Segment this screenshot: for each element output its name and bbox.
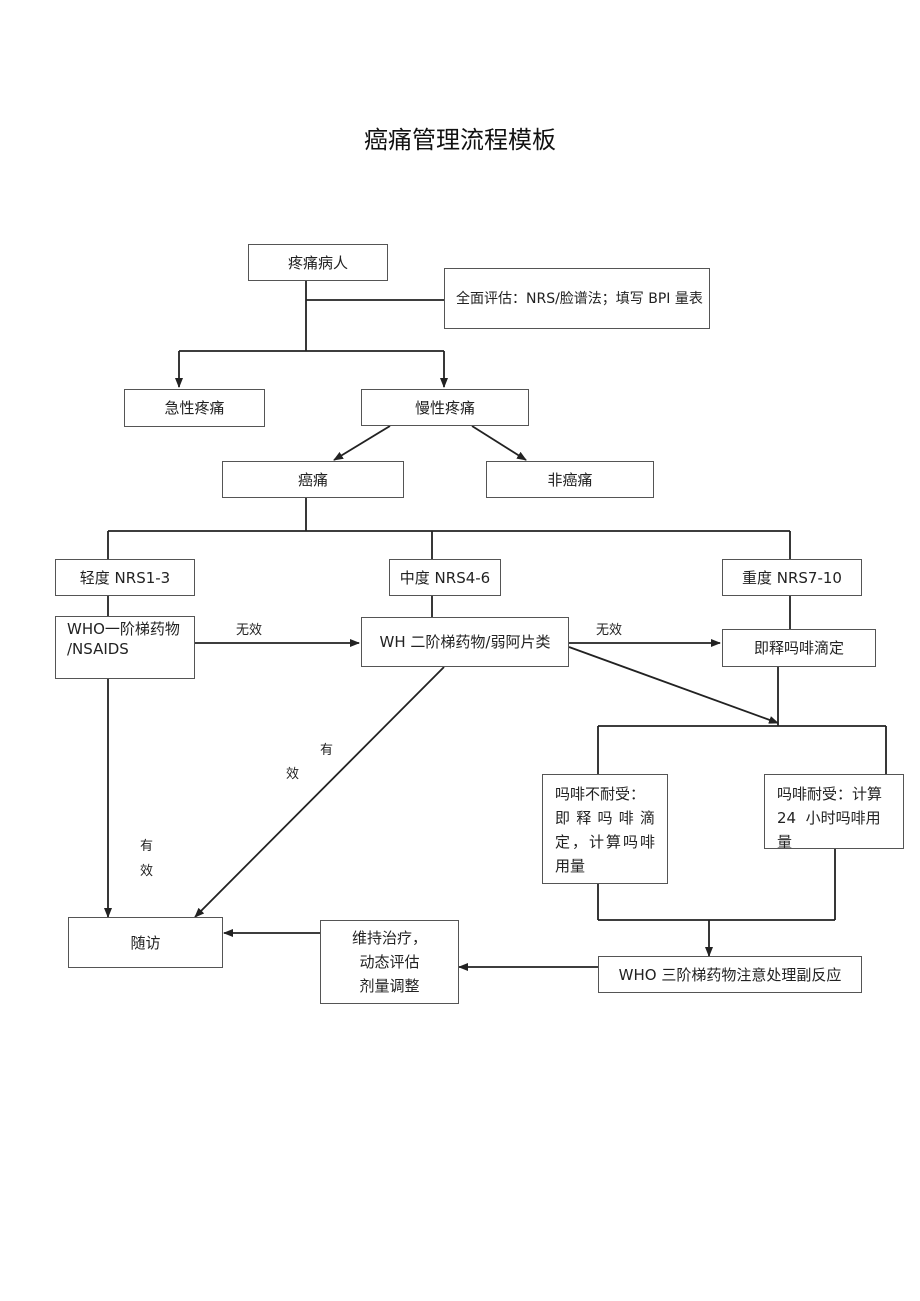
label-step1-effective-2: 效 [140,864,154,879]
node-moderate-pain: 中度 NRS4-6 [389,559,501,596]
node-non-cancer-pain: 非癌痛 [486,461,654,498]
intolerant-line4: 用量 [555,857,586,875]
node-chronic-pain: 慢性疼痛 [361,389,529,426]
node-morphine-titration: 即释吗啡滴定 [722,629,876,667]
node-mild-pain: 轻度 NRS1-3 [55,559,195,596]
label-step2-effective-2: 效 [286,767,300,782]
tolerant-line1: 吗啡耐受：计算 [777,785,883,803]
maintain-line3: 剂量调整 [359,977,420,995]
who-step1-line1: WHO一阶梯药物 [67,620,180,638]
node-pain-patient: 疼痛病人 [248,244,388,281]
maintain-line1: 维持治疗， [351,929,427,947]
node-severe-pain: 重度 NRS7-10 [722,559,862,596]
node-morphine-tolerant: 吗啡耐受：计算 24 小时吗啡用 量 [764,774,904,849]
label-step1-effective-1: 有 [140,839,154,854]
diagram-title: 癌痛管理流程模板 [364,126,556,154]
intolerant-line1: 吗啡不耐受： [555,785,646,803]
node-morphine-intolerant: 吗啡不耐受： 即 释 吗 啡 滴 定，计算吗啡 用量 [542,774,668,884]
node-who-step3: WHO 三阶梯药物注意处理副反应 [598,956,862,993]
intolerant-line2: 即 释 吗 啡 滴 [555,809,655,827]
node-who-step2: WH 二阶梯药物/弱阿片类 [361,617,569,667]
assessment-text: 全面评估：NRS/脸谱法；填写 BPI 量表 [456,290,703,307]
node-maintain-treatment: 维持治疗， 动态评估 剂量调整 [320,920,459,1004]
node-follow-up: 随访 [68,917,223,968]
maintain-line2: 动态评估 [359,953,420,971]
label-step2-effective-1: 有 [320,743,334,758]
who-step1-line2: /NSAIDS [67,640,129,658]
node-who-step1: WHO一阶梯药物 /NSAIDS [55,616,195,679]
node-cancer-pain: 癌痛 [222,461,404,498]
intolerant-line3: 定，计算吗啡 [555,833,655,851]
label-step2-ineffective: 无效 [596,623,623,638]
tolerant-line2: 24 小时吗啡用 [777,809,881,827]
label-step1-ineffective: 无效 [236,623,263,638]
node-assessment: 全面评估：NRS/脸谱法；填写 BPI 量表 [444,268,710,329]
tolerant-line3: 量 [777,833,793,849]
node-acute-pain: 急性疼痛 [124,389,265,427]
